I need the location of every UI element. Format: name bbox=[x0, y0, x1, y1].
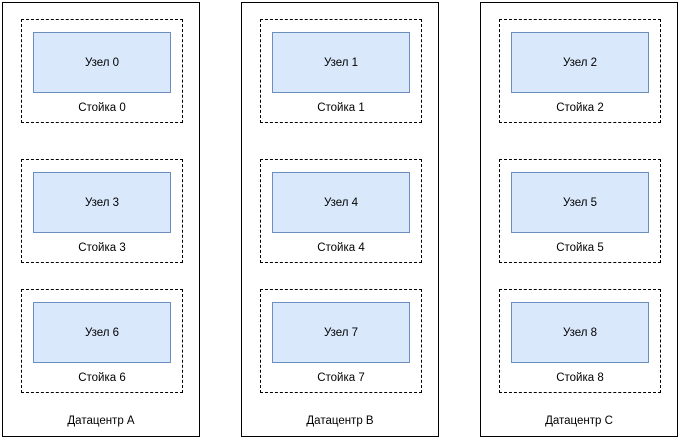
rack-label: Стойка 6 bbox=[78, 372, 126, 384]
rack-container-8[interactable]: Узел 8 Стойка 8 bbox=[499, 289, 661, 393]
rack-label: Стойка 2 bbox=[556, 102, 604, 114]
node-label: Узел 2 bbox=[562, 56, 598, 69]
node-box-0[interactable]: Узел 0 bbox=[33, 32, 171, 93]
node-box-6[interactable]: Узел 6 bbox=[33, 302, 171, 363]
node-label: Узел 1 bbox=[323, 56, 359, 69]
rack-label: Стойка 5 bbox=[556, 242, 604, 254]
node-label: Узел 0 bbox=[84, 56, 120, 69]
rack-container-0[interactable]: Узел 0 Стойка 0 bbox=[21, 19, 183, 123]
rack-container-6[interactable]: Узел 6 Стойка 6 bbox=[21, 289, 183, 393]
node-box-5[interactable]: Узел 5 bbox=[511, 172, 649, 233]
node-label: Узел 6 bbox=[84, 326, 120, 339]
datacenter-container-b[interactable]: Узел 1 Стойка 1 Узел 4 Стойка 4 Узел 7 С… bbox=[241, 2, 439, 437]
rack-container-5[interactable]: Узел 5 Стойка 5 bbox=[499, 159, 661, 263]
datacenter-label: Датацентр B bbox=[306, 415, 374, 427]
datacenter-container-c[interactable]: Узел 2 Стойка 2 Узел 5 Стойка 5 Узел 8 С… bbox=[480, 2, 678, 437]
rack-label: Стойка 1 bbox=[317, 102, 365, 114]
node-box-7[interactable]: Узел 7 bbox=[272, 302, 410, 363]
datacenter-label: Датацентр C bbox=[545, 415, 613, 427]
node-box-2[interactable]: Узел 2 bbox=[511, 32, 649, 93]
datacenter-label: Датацентр A bbox=[67, 415, 135, 427]
rack-container-2[interactable]: Узел 2 Стойка 2 bbox=[499, 19, 661, 123]
node-label: Узел 3 bbox=[84, 196, 120, 209]
node-box-1[interactable]: Узел 1 bbox=[272, 32, 410, 93]
rack-label: Стойка 4 bbox=[317, 242, 365, 254]
node-box-8[interactable]: Узел 8 bbox=[511, 302, 649, 363]
rack-label: Стойка 8 bbox=[556, 372, 604, 384]
node-label: Узел 4 bbox=[323, 196, 359, 209]
node-label: Узел 5 bbox=[562, 196, 598, 209]
node-box-3[interactable]: Узел 3 bbox=[33, 172, 171, 233]
rack-label: Стойка 7 bbox=[317, 372, 365, 384]
rack-label: Стойка 3 bbox=[78, 242, 126, 254]
rack-container-4[interactable]: Узел 4 Стойка 4 bbox=[260, 159, 422, 263]
rack-container-3[interactable]: Узел 3 Стойка 3 bbox=[21, 159, 183, 263]
datacenter-container-a[interactable]: Узел 0 Стойка 0 Узел 3 Стойка 3 Узел 6 С… bbox=[2, 2, 200, 437]
node-label: Узел 8 bbox=[562, 326, 598, 339]
rack-container-1[interactable]: Узел 1 Стойка 1 bbox=[260, 19, 422, 123]
rack-container-7[interactable]: Узел 7 Стойка 7 bbox=[260, 289, 422, 393]
rack-label: Стойка 0 bbox=[78, 102, 126, 114]
node-box-4[interactable]: Узел 4 bbox=[272, 172, 410, 233]
node-label: Узел 7 bbox=[323, 326, 359, 339]
